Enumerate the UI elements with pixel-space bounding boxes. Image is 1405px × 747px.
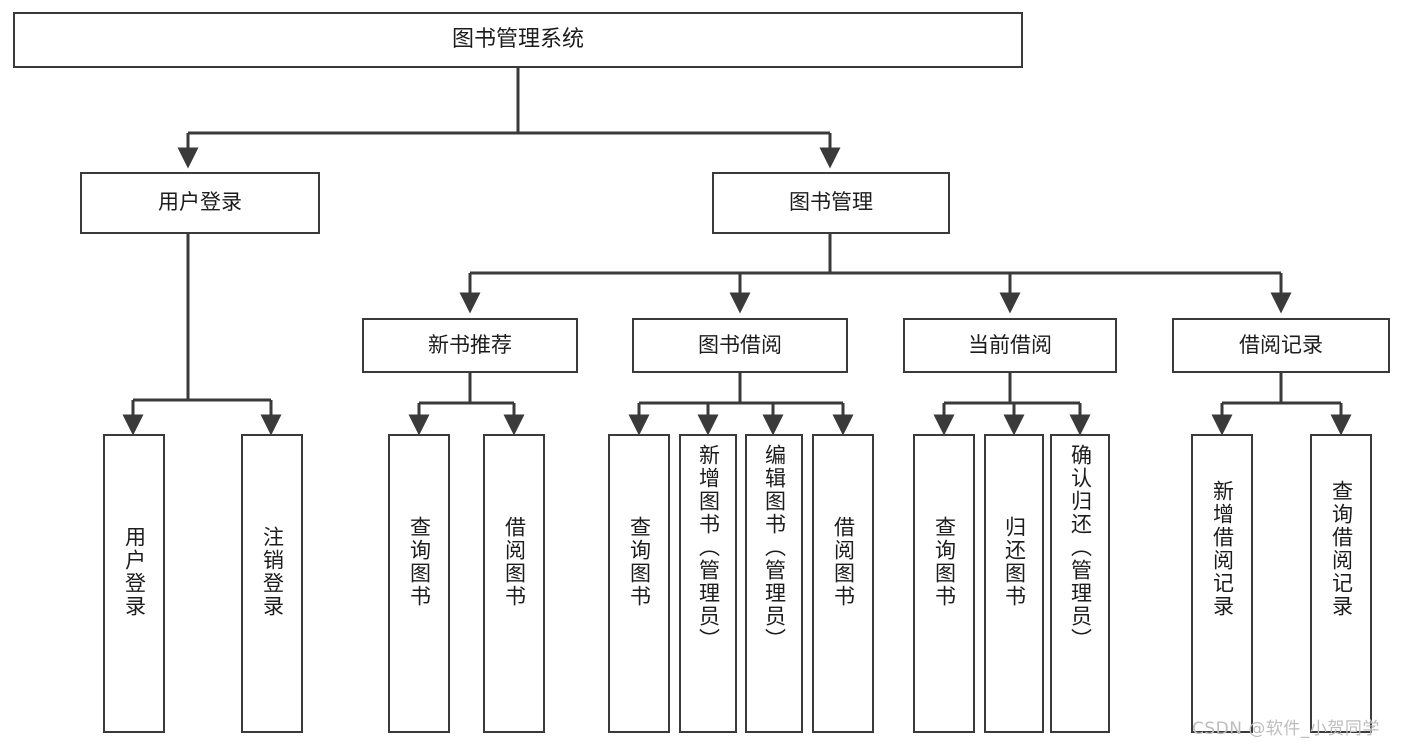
- node-label: 用户登录: [158, 190, 242, 215]
- node-label: 新增图书（管理员）: [696, 444, 721, 651]
- node-label: 当前借阅: [968, 332, 1052, 357]
- leaf-borrow-edit-book-admin[interactable]: 编辑图书（管理员）: [745, 434, 803, 733]
- leaf-recommend-query-book[interactable]: 查询图书: [388, 434, 450, 733]
- node-root-book-management-system[interactable]: 图书管理系统: [13, 12, 1023, 68]
- leaf-record-add-borrow-record[interactable]: 新增借阅记录: [1191, 434, 1253, 733]
- leaf-current-confirm-return-admin[interactable]: 确认归还（管理员）: [1050, 434, 1110, 733]
- node-label: 归还图书: [1002, 516, 1027, 608]
- node-label: 图书管理系统: [451, 26, 584, 52]
- leaf-recommend-borrow-book[interactable]: 借阅图书: [483, 434, 545, 733]
- node-label: 确认归还（管理员）: [1068, 444, 1093, 651]
- node-book-borrowing[interactable]: 图书借阅: [632, 318, 848, 373]
- node-label: 借阅图书: [502, 516, 527, 608]
- leaf-user-login[interactable]: 用户登录: [103, 434, 165, 733]
- node-user-login[interactable]: 用户登录: [80, 172, 320, 234]
- node-borrowing-records[interactable]: 借阅记录: [1172, 318, 1390, 373]
- node-label: 图书管理: [789, 190, 873, 215]
- node-label: 用户登录: [122, 526, 147, 618]
- node-label: 借阅图书: [831, 516, 856, 608]
- node-book-management[interactable]: 图书管理: [712, 172, 950, 234]
- node-label: 新增借阅记录: [1210, 480, 1235, 618]
- node-label: 查询图书: [932, 516, 957, 608]
- node-label: 查询借阅记录: [1329, 480, 1354, 618]
- node-label: 查询图书: [627, 516, 652, 608]
- node-label: 新书推荐: [428, 332, 512, 357]
- node-label: 借阅记录: [1239, 332, 1323, 357]
- node-label: 注销登录: [260, 526, 285, 618]
- leaf-borrow-add-book-admin[interactable]: 新增图书（管理员）: [679, 434, 737, 733]
- node-current-borrowing[interactable]: 当前借阅: [903, 318, 1117, 373]
- leaf-current-return-book[interactable]: 归还图书: [984, 434, 1044, 733]
- node-new-book-recommendation[interactable]: 新书推荐: [362, 318, 578, 373]
- leaf-borrow-borrow-book[interactable]: 借阅图书: [812, 434, 874, 733]
- leaf-borrow-query-book[interactable]: 查询图书: [608, 434, 670, 733]
- leaf-user-logout[interactable]: 注销登录: [241, 434, 303, 733]
- node-label: 查询图书: [407, 516, 432, 608]
- leaf-current-query-book[interactable]: 查询图书: [913, 434, 975, 733]
- node-label: 图书借阅: [698, 332, 782, 357]
- node-label: 编辑图书（管理员）: [762, 444, 787, 651]
- csdn-watermark: CSDN @软件_小贺同学: [1192, 719, 1380, 739]
- leaf-record-query-borrow-record[interactable]: 查询借阅记录: [1310, 434, 1372, 733]
